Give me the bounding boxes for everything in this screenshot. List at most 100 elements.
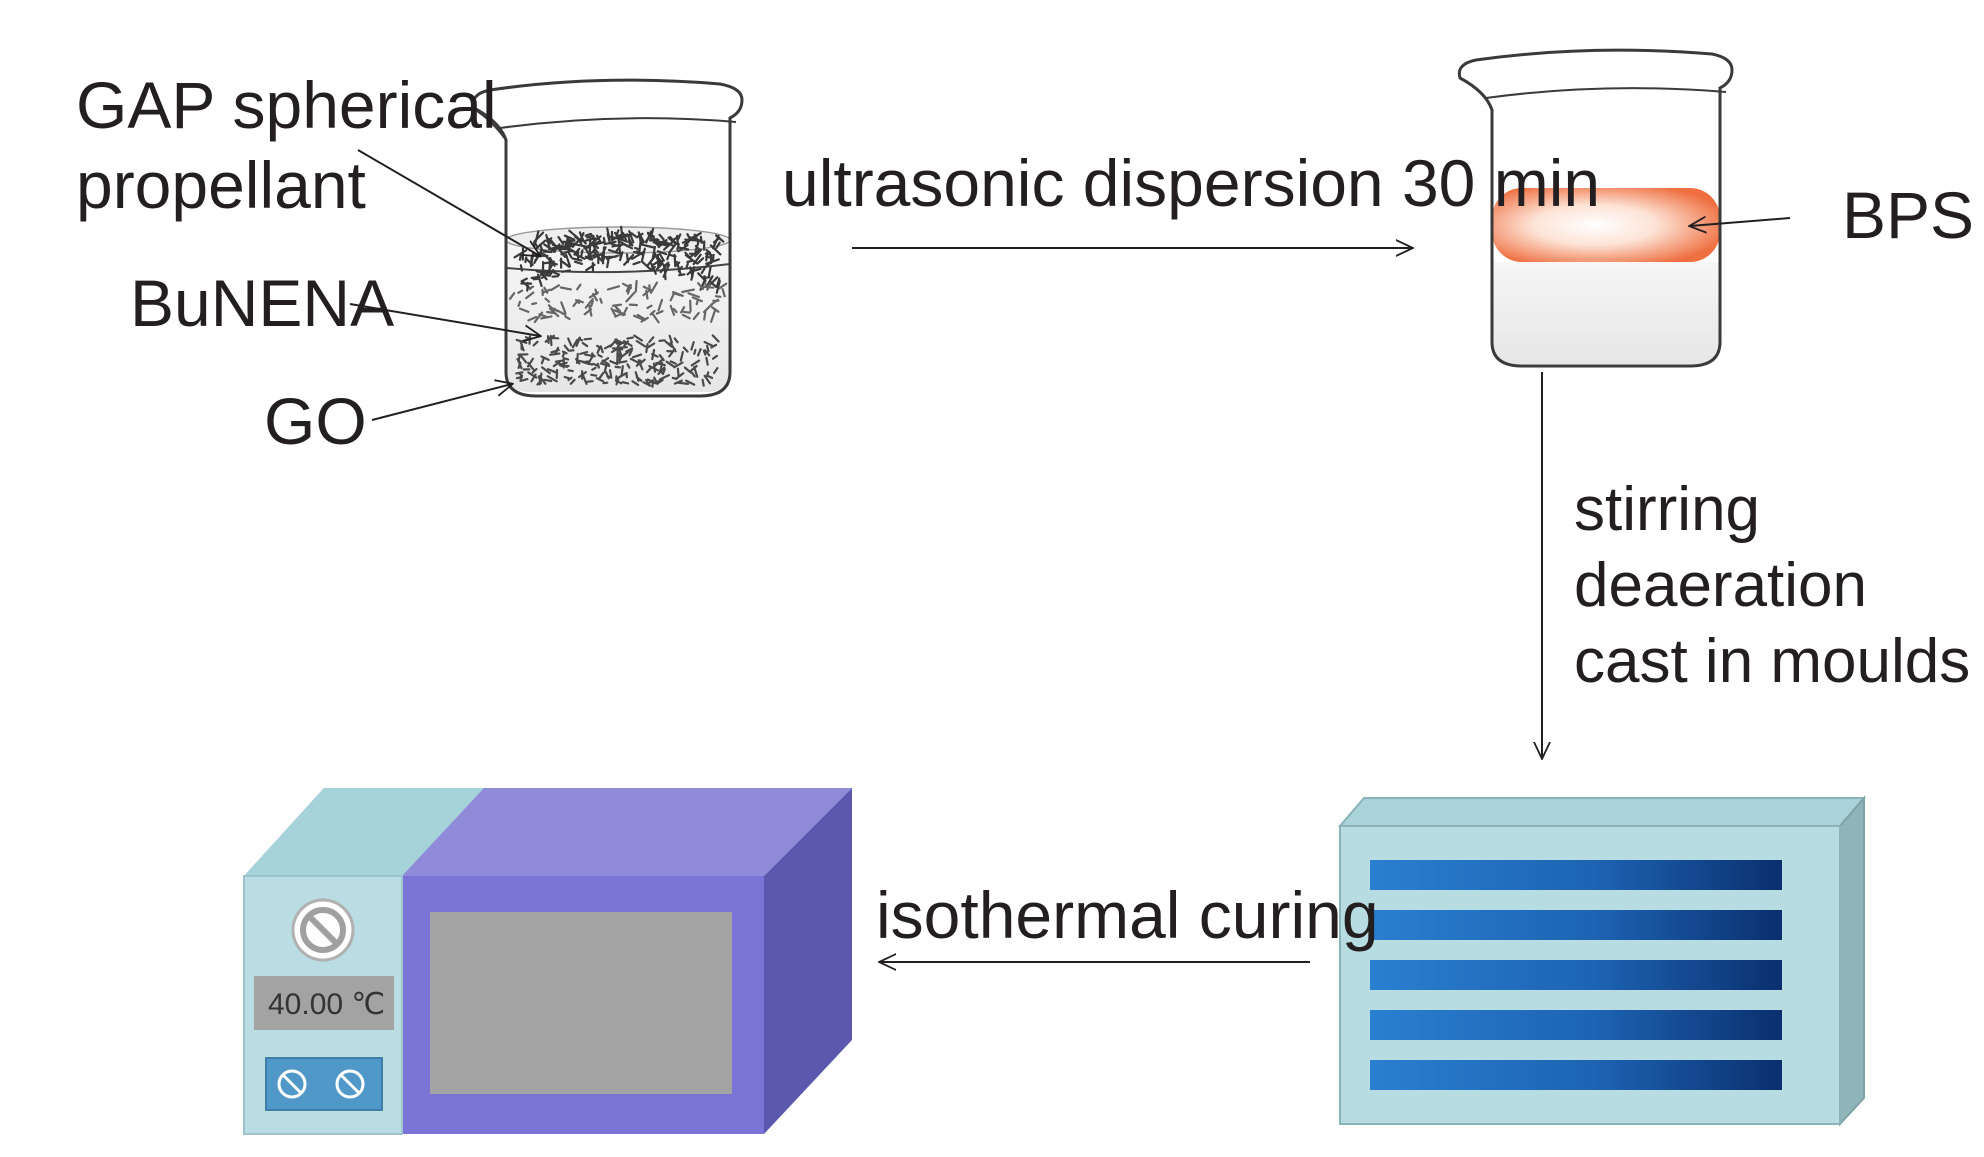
particle bbox=[705, 371, 710, 378]
particle bbox=[583, 361, 594, 366]
particle bbox=[683, 366, 692, 374]
particle bbox=[706, 374, 714, 379]
particle bbox=[648, 284, 652, 292]
particle bbox=[528, 285, 535, 290]
particle bbox=[711, 334, 720, 343]
particle bbox=[669, 341, 677, 353]
particle bbox=[699, 235, 703, 244]
particle bbox=[572, 299, 580, 307]
particle bbox=[603, 362, 608, 374]
particle bbox=[559, 286, 573, 291]
particle bbox=[646, 342, 656, 349]
particle bbox=[694, 248, 703, 258]
particle bbox=[703, 310, 707, 321]
particle bbox=[560, 301, 567, 315]
particle bbox=[645, 343, 649, 354]
label-bps: BPS bbox=[1842, 178, 1974, 252]
particle bbox=[606, 285, 621, 291]
particle bbox=[619, 225, 624, 241]
particle bbox=[714, 295, 722, 298]
particle bbox=[676, 381, 690, 385]
particle bbox=[711, 354, 719, 360]
particle bbox=[563, 375, 571, 380]
particle bbox=[597, 372, 605, 380]
particle bbox=[539, 372, 543, 379]
particle bbox=[696, 282, 705, 290]
particle bbox=[521, 279, 532, 290]
particle bbox=[577, 299, 584, 304]
mould-slot bbox=[1370, 1010, 1782, 1040]
particle bbox=[710, 306, 720, 313]
particle bbox=[633, 246, 641, 251]
particle bbox=[649, 309, 656, 316]
particle bbox=[640, 243, 656, 249]
particle bbox=[621, 381, 630, 385]
particle bbox=[626, 336, 634, 340]
particle bbox=[569, 378, 576, 385]
particle bbox=[658, 354, 665, 362]
particle bbox=[626, 284, 633, 295]
particle bbox=[607, 249, 621, 255]
particle bbox=[602, 237, 607, 246]
particle bbox=[649, 281, 659, 294]
particle bbox=[567, 369, 574, 373]
particle bbox=[712, 236, 721, 244]
mould bbox=[1337, 795, 1867, 1127]
mould-slot bbox=[1370, 860, 1782, 890]
particle bbox=[625, 347, 634, 353]
no-symbol-icon bbox=[335, 1069, 365, 1099]
particle bbox=[669, 360, 677, 365]
particle bbox=[640, 316, 649, 323]
particle bbox=[686, 259, 694, 264]
pointer-go bbox=[371, 384, 512, 421]
particle bbox=[664, 340, 673, 348]
particle bbox=[576, 283, 582, 291]
particle bbox=[682, 346, 689, 353]
particle bbox=[527, 315, 538, 322]
particle bbox=[615, 360, 628, 365]
particle bbox=[644, 236, 650, 243]
particle bbox=[710, 343, 718, 349]
particle bbox=[564, 315, 571, 321]
particle bbox=[686, 268, 694, 276]
particle bbox=[668, 244, 677, 254]
particle bbox=[662, 368, 666, 374]
particle bbox=[695, 298, 700, 306]
particle bbox=[515, 376, 524, 380]
particle bbox=[540, 315, 553, 320]
particle bbox=[579, 249, 584, 258]
particle bbox=[697, 272, 707, 282]
particle bbox=[648, 365, 660, 372]
particle bbox=[690, 234, 699, 241]
particle bbox=[672, 292, 682, 297]
particle bbox=[649, 266, 657, 271]
particle bbox=[567, 252, 573, 259]
particle bbox=[718, 282, 728, 290]
particle bbox=[552, 361, 561, 368]
particle bbox=[693, 348, 697, 355]
particle bbox=[546, 375, 558, 383]
particle bbox=[632, 261, 641, 266]
particle bbox=[671, 376, 678, 380]
particle bbox=[532, 340, 539, 347]
particle bbox=[626, 363, 631, 369]
particle bbox=[627, 234, 632, 247]
particle bbox=[702, 349, 707, 356]
particle bbox=[517, 300, 522, 307]
particle bbox=[551, 275, 560, 278]
particle bbox=[565, 235, 572, 246]
particle bbox=[554, 359, 565, 363]
particle bbox=[654, 240, 667, 244]
particle bbox=[703, 349, 711, 357]
particle bbox=[628, 230, 635, 244]
particle bbox=[599, 362, 611, 368]
beaker-right-rim-inner bbox=[1485, 87, 1727, 99]
particle bbox=[571, 339, 579, 349]
particle bbox=[631, 353, 643, 359]
particle bbox=[673, 253, 677, 267]
particle bbox=[567, 337, 573, 347]
particle bbox=[581, 342, 589, 348]
particle bbox=[658, 339, 666, 342]
particle bbox=[706, 282, 711, 291]
particle bbox=[628, 303, 639, 307]
